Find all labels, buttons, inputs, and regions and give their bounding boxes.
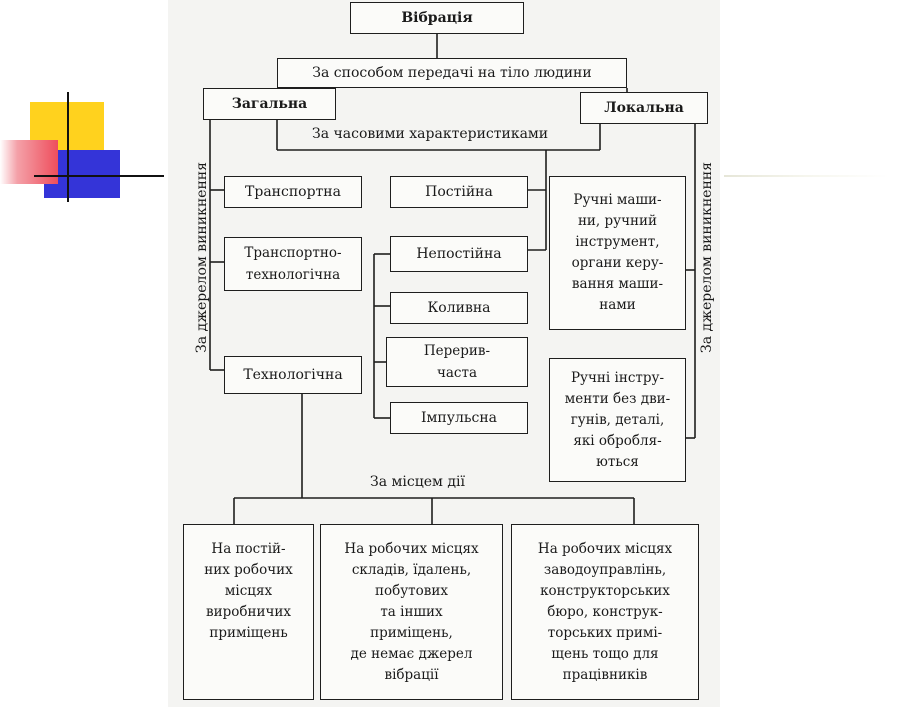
- time-characteristics-label: За часовими характеристиками: [312, 126, 549, 142]
- source-label-left: За джерелом виникнення: [194, 162, 210, 353]
- general-box: Загальна: [203, 88, 336, 120]
- intermittent-box: Перерив- часта: [386, 337, 528, 387]
- source-label-right: За джерелом виникнення: [699, 162, 715, 353]
- root-box: Вібрація: [350, 2, 524, 34]
- decor-horizontal-line: [34, 175, 164, 177]
- nonconstant-box: Непостійна: [390, 236, 528, 272]
- transport-box: Транспортна: [224, 176, 362, 208]
- transport-technological-box: Транспортно- технологічна: [224, 237, 362, 291]
- hand-tools-box: Ручні інстру- менти без дви- гунів, дета…: [549, 358, 686, 482]
- office-workplaces-box: На робочих місцях заводоуправлінь, конст…: [511, 524, 699, 700]
- hand-machines-box: Ручні маши- ни, ручний інструмент, орган…: [549, 176, 686, 330]
- decor-right-rule: [724, 175, 889, 177]
- decor-vertical-line: [67, 92, 69, 202]
- oscillating-box: Коливна: [390, 292, 528, 324]
- transmission-box: За способом передачі на тіло людини: [277, 58, 627, 88]
- local-box: Локальна: [580, 92, 708, 124]
- constant-box: Постійна: [390, 176, 528, 208]
- warehouse-workplaces-box: На робочих місцях складів, їдалень, побу…: [320, 524, 503, 700]
- technological-box: Технологічна: [224, 356, 362, 394]
- place-of-action-label: За місцем дії: [370, 474, 465, 490]
- permanent-workplaces-box: На постій- них робочих місцях виробничих…: [183, 524, 314, 700]
- impulse-box: Імпульсна: [390, 402, 528, 434]
